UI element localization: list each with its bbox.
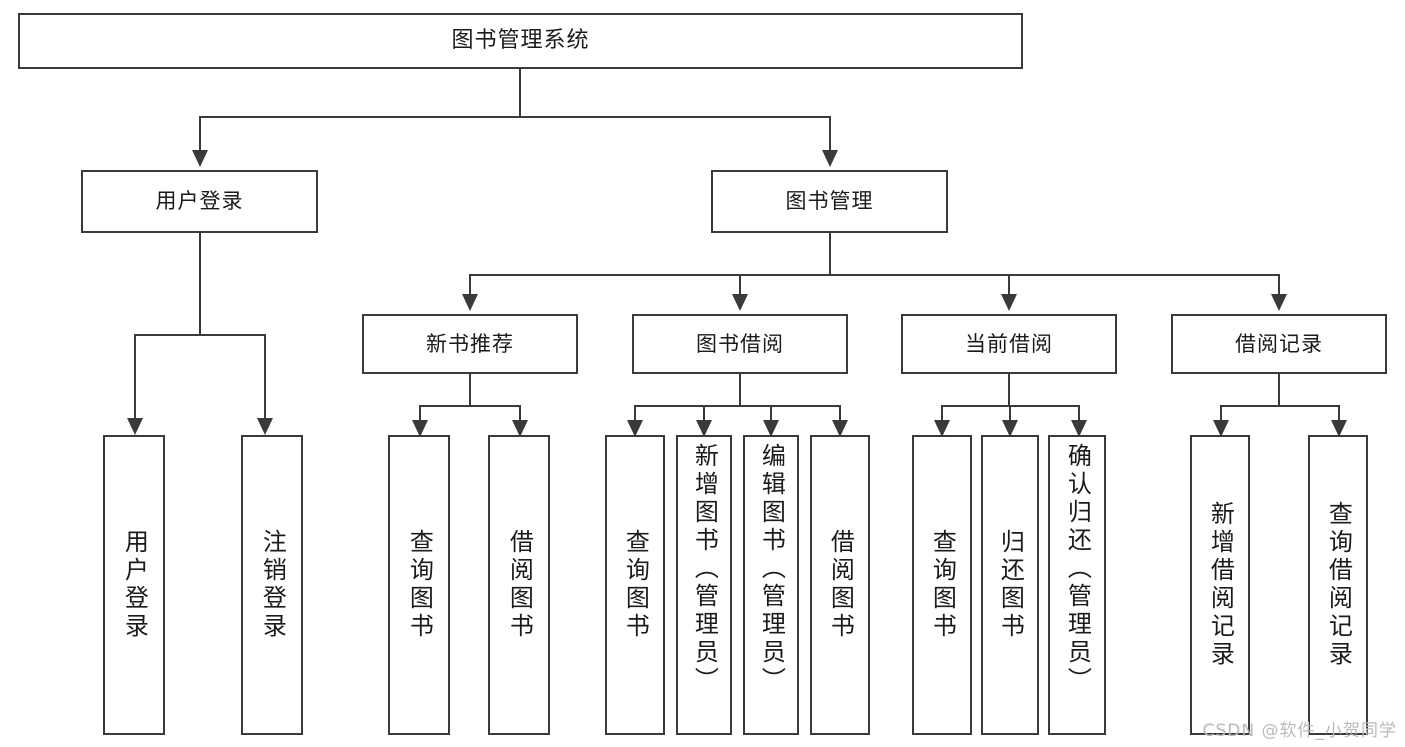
node-user-login[interactable]: 用户登录 xyxy=(81,170,318,233)
connector-borrow-record-child-2 xyxy=(1338,405,1340,423)
connector-current-borrow-child-2 xyxy=(1009,405,1011,423)
node-label: 查询图书 xyxy=(405,529,434,641)
leaf-borrow-record-query[interactable]: 查询借阅记录 xyxy=(1308,435,1368,735)
node-label: 当前借阅 xyxy=(965,331,1053,356)
arrow-new-book-child-2-icon xyxy=(512,420,528,437)
node-label: 查询借阅记录 xyxy=(1324,501,1353,669)
leaf-book-borrow-edit[interactable]: 编辑图书（管理员） xyxy=(743,435,799,735)
node-label: 图书借阅 xyxy=(696,331,784,356)
leaf-user-login-signout[interactable]: 注销登录 xyxy=(241,435,303,735)
node-borrow-record[interactable]: 借阅记录 xyxy=(1171,314,1387,374)
arrow-book-borrow-child-1-icon xyxy=(627,420,643,437)
connector-to-book-mgmt xyxy=(829,116,831,152)
leaf-borrow-record-add[interactable]: 新增借阅记录 xyxy=(1190,435,1250,735)
connector-root-stem xyxy=(519,69,521,117)
node-label: 新书推荐 xyxy=(426,331,514,356)
arrow-to-borrow-record-icon xyxy=(1271,294,1287,311)
arrow-to-book-mgmt-icon xyxy=(822,150,838,167)
leaf-current-borrow-confirm[interactable]: 确认归还（管理员） xyxy=(1048,435,1106,735)
node-label: 借阅图书 xyxy=(505,529,534,641)
watermark: CSDN @软件_小贺同学 xyxy=(1202,721,1397,741)
node-label: 编辑图书（管理员） xyxy=(757,443,786,695)
leaf-user-login-signin[interactable]: 用户登录 xyxy=(103,435,165,735)
arrow-current-borrow-child-3-icon xyxy=(1071,420,1087,437)
connector-user-login-stem xyxy=(199,233,201,335)
leaf-book-borrow-query[interactable]: 查询图书 xyxy=(605,435,665,735)
node-label: 用户登录 xyxy=(155,189,244,214)
arrow-book-borrow-child-3-icon xyxy=(763,420,779,437)
connector-to-book-borrow xyxy=(739,274,741,296)
connector-book-borrow-stem xyxy=(739,374,741,406)
connector-to-borrow-record xyxy=(1278,274,1280,296)
arrow-current-borrow-child-2-icon xyxy=(1002,420,1018,437)
connector-book-borrow-child-4 xyxy=(839,405,841,423)
arrow-new-book-child-1-icon xyxy=(412,420,428,437)
leaf-new-book-borrow[interactable]: 借阅图书 xyxy=(488,435,550,735)
node-current-borrow[interactable]: 当前借阅 xyxy=(901,314,1117,374)
leaf-book-borrow-borrow[interactable]: 借阅图书 xyxy=(810,435,870,735)
connector-to-new-book xyxy=(469,274,471,296)
node-label: 归还图书 xyxy=(996,529,1025,641)
leaf-current-borrow-return[interactable]: 归还图书 xyxy=(981,435,1039,735)
node-root-system[interactable]: 图书管理系统 xyxy=(18,13,1023,69)
connector-book-mgmt-bar xyxy=(469,274,1280,276)
node-label: 新增借阅记录 xyxy=(1206,501,1235,669)
leaf-new-book-query[interactable]: 查询图书 xyxy=(388,435,450,735)
arrow-borrow-record-child-1-icon xyxy=(1213,420,1229,437)
node-label: 图书管理系统 xyxy=(451,28,590,54)
connector-new-book-child-2 xyxy=(519,405,521,423)
connector-book-borrow-child-3 xyxy=(770,405,772,423)
node-label: 确认归还（管理员） xyxy=(1063,443,1092,695)
arrow-to-new-book-icon xyxy=(462,294,478,311)
node-book-management[interactable]: 图书管理 xyxy=(711,170,948,233)
connector-book-borrow-bar xyxy=(634,405,841,407)
connector-borrow-record-stem xyxy=(1278,374,1280,406)
node-label: 用户登录 xyxy=(120,529,149,641)
connector-borrow-record-bar xyxy=(1220,405,1340,407)
leaf-book-borrow-add[interactable]: 新增图书（管理员） xyxy=(676,435,732,735)
connector-root-bar xyxy=(199,116,831,118)
leaf-current-borrow-query[interactable]: 查询图书 xyxy=(912,435,972,735)
arrow-user-login-child-2-icon xyxy=(257,418,273,435)
connector-book-mgmt-stem xyxy=(829,233,831,275)
arrow-to-current-borrow-icon xyxy=(1001,294,1017,311)
connector-user-login-bar xyxy=(134,334,266,336)
arrow-to-user-login-icon xyxy=(192,150,208,167)
node-label: 借阅图书 xyxy=(826,529,855,641)
node-label: 图书管理 xyxy=(785,189,874,214)
arrow-book-borrow-child-2-icon xyxy=(696,420,712,437)
connector-current-borrow-child-1 xyxy=(941,405,943,423)
node-book-borrow[interactable]: 图书借阅 xyxy=(632,314,848,374)
node-label: 借阅记录 xyxy=(1235,331,1323,356)
arrow-current-borrow-child-1-icon xyxy=(934,420,950,437)
connector-current-borrow-child-3 xyxy=(1078,405,1080,423)
node-label: 查询图书 xyxy=(928,529,957,641)
arrow-to-book-borrow-icon xyxy=(732,294,748,311)
arrow-user-login-child-1-icon xyxy=(127,418,143,435)
node-label: 新增图书（管理员） xyxy=(690,443,719,695)
connector-borrow-record-child-1 xyxy=(1220,405,1222,423)
connector-new-book-child-1 xyxy=(419,405,421,423)
node-label: 注销登录 xyxy=(258,529,287,641)
connector-user-login-child-1 xyxy=(134,334,136,420)
arrow-book-borrow-child-4-icon xyxy=(832,420,848,437)
node-new-book-recommend[interactable]: 新书推荐 xyxy=(362,314,578,374)
connector-book-borrow-child-2 xyxy=(703,405,705,423)
connector-user-login-child-2 xyxy=(264,334,266,420)
connector-new-book-stem xyxy=(469,374,471,406)
connector-new-book-bar xyxy=(419,405,520,407)
connector-book-borrow-child-1 xyxy=(634,405,636,423)
node-label: 查询图书 xyxy=(621,529,650,641)
connector-current-borrow-stem xyxy=(1008,374,1010,406)
arrow-borrow-record-child-2-icon xyxy=(1331,420,1347,437)
connector-to-user-login xyxy=(199,116,201,152)
connector-to-current-borrow xyxy=(1008,274,1010,296)
